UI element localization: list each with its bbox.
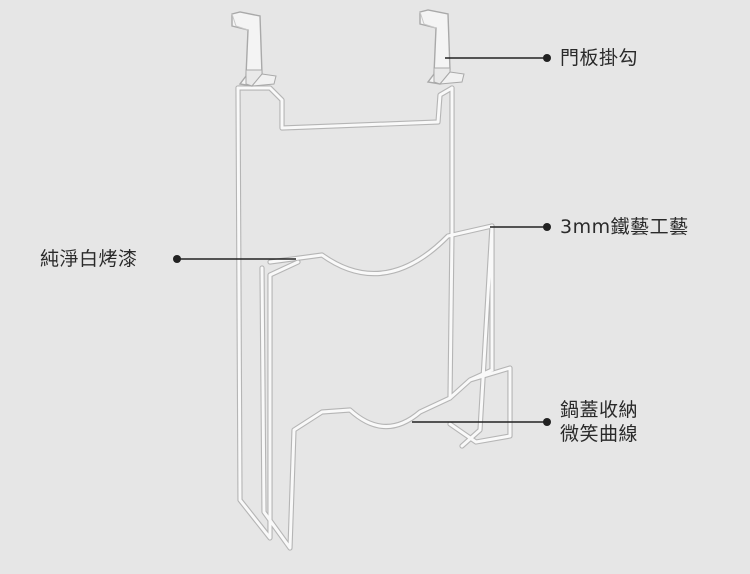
callout-leader-door-hook	[445, 54, 551, 62]
callout-lid-curve: 鍋蓋收納 微笑曲線	[560, 398, 638, 446]
callout-leader-paint	[173, 255, 296, 263]
callout-white-paint: 純淨白烤漆	[40, 248, 138, 270]
callout-lid-curve-line2: 微笑曲線	[560, 423, 639, 445]
callout-lid-curve-line1: 鍋蓋收納	[560, 399, 639, 421]
callout-dot	[173, 255, 181, 263]
callout-dot	[543, 54, 551, 62]
callout-dot	[543, 223, 551, 231]
callout-door-hook: 門板掛勾	[560, 47, 639, 69]
door-hook-left	[231, 11, 277, 87]
pot-lid-rack	[235, 85, 513, 551]
rack-upper-smile-bar	[267, 223, 495, 373]
door-hook-right	[419, 9, 465, 85]
rack-outer-left-rail	[235, 85, 301, 541]
callout-leader-lid-curve	[412, 418, 551, 426]
callout-wire-craft: 3mm鐵藝工藝	[560, 216, 689, 238]
callout-dot	[543, 418, 551, 426]
callout-leader-wire	[490, 223, 551, 231]
